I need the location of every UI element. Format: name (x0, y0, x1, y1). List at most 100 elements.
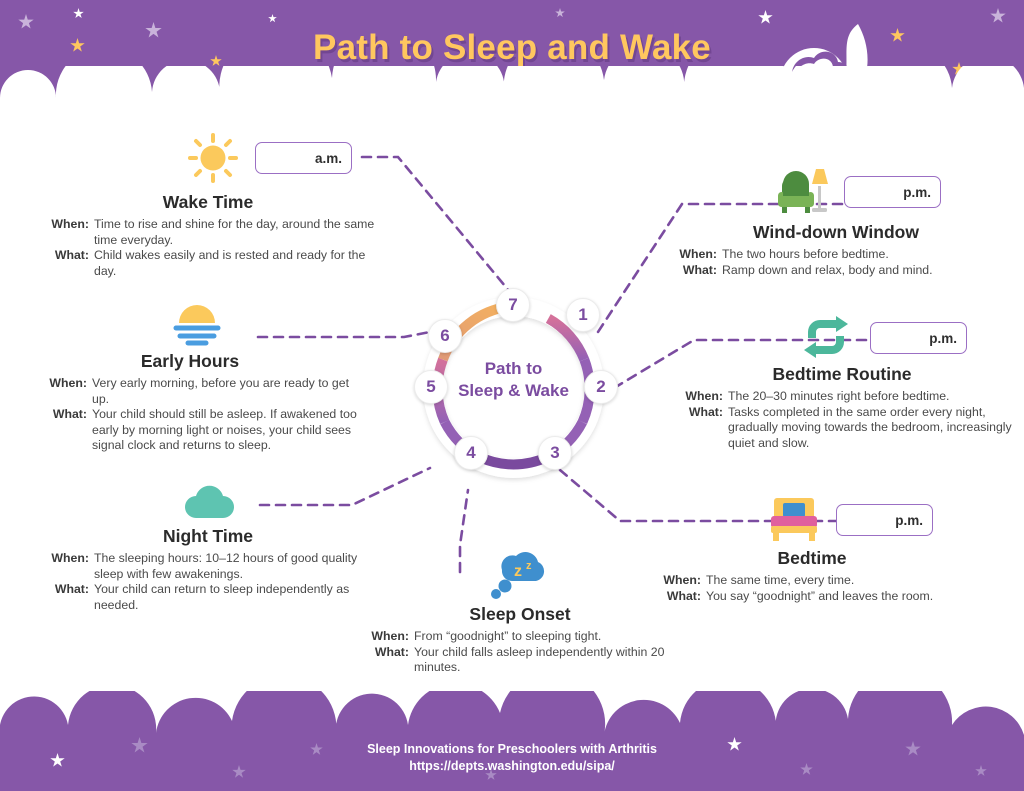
bedtime-routine-time-label: p.m. (929, 330, 957, 346)
footer-line-2[interactable]: https://depts.washington.edu/sipa/ (409, 759, 615, 773)
wake-time-what-row: What: Child wakes easily and is rested a… (40, 248, 376, 279)
wind-down-head: p.m. (668, 164, 1004, 222)
cloud-moon-icon (182, 474, 240, 527)
wheel-node-6[interactable]: 6 (428, 319, 462, 353)
wind-down-when-row: When: The two hours before bedtime. (668, 247, 1004, 263)
svg-text:z: z (526, 560, 532, 572)
header-banner: Path to Sleep and Wake (0, 0, 1024, 112)
sleep-onset-rows: When: From “goodnight” to sleeping tight… (352, 629, 688, 676)
bed-icon (766, 494, 822, 549)
star-icon (73, 8, 84, 19)
wind-down-timebox[interactable]: p.m. (844, 176, 941, 208)
repeat-loop-icon (800, 316, 852, 363)
wheel-node-7[interactable]: 7 (496, 288, 530, 322)
bedtime-title: Bedtime (777, 548, 847, 568)
early-hours-when-row: When: Very early morning, before you are… (22, 376, 358, 407)
block-early-hours: Early Hours When: Very early morning, be… (22, 295, 358, 454)
bedtime-timebox[interactable]: p.m. (836, 504, 933, 536)
bedtime-routine-head: p.m. (672, 312, 1012, 364)
path-wheel-diagram: Path to Sleep & Wake 1 2 3 4 5 6 7 (406, 280, 621, 495)
early-hours-head (22, 295, 358, 351)
bedtime-routine-rows: When: The 20–30 minutes right before bed… (672, 389, 1012, 451)
bedtime-when-label: When: (663, 573, 701, 587)
bedtime-routine-what-label: What: (688, 404, 723, 419)
night-time-what-row: What: Your child can return to sleep ind… (40, 582, 376, 613)
wheel-node-2[interactable]: 2 (584, 370, 618, 404)
wind-down-when-label: When: (679, 247, 717, 261)
bedtime-when-text: The same time, every time. (706, 573, 855, 587)
wheel-node-1[interactable]: 1 (566, 298, 600, 332)
night-time-rows: When: The sleeping hours: 10–12 hours of… (40, 551, 376, 613)
wake-time-what-label: What: (54, 248, 89, 263)
bedtime-when-row: When: The same time, every time. (652, 573, 972, 589)
footer-credit: Sleep Innovations for Preschoolers with … (0, 741, 1024, 775)
sleep-onset-what-label: What: (374, 644, 409, 659)
block-bedtime: p.m. Bedtime When: The same time, every … (652, 492, 972, 604)
night-time-when-label: When: (51, 551, 89, 565)
wake-time-what-text: Child wakes easily and is rested and rea… (94, 248, 366, 278)
bedtime-what-row: What: You say “goodnight” and leaves the… (652, 589, 972, 605)
night-time-title: Night Time (162, 526, 254, 546)
sleep-onset-title: Sleep Onset (469, 604, 571, 624)
block-wind-down-window: p.m. Wind-down Window When: The two hour… (668, 164, 1004, 278)
wheel-center-label: Path to Sleep & Wake (406, 358, 621, 402)
header-cloud-scallop (0, 66, 1024, 112)
sleep-onset-when-label: When: (371, 629, 409, 643)
star-icon (485, 769, 497, 780)
block-wake-time: a.m. Wake Time When: Time to rise and sh… (40, 130, 376, 279)
wind-down-when-text: The two hours before bedtime. (722, 247, 889, 261)
block-night-time: Night Time When: The sleeping hours: 10–… (40, 472, 376, 613)
footer-line-1: Sleep Innovations for Preschoolers with … (367, 742, 657, 756)
sleep-onset-when-row: When: From “goodnight” to sleeping tight… (352, 629, 688, 645)
sun-icon (185, 132, 241, 189)
wake-time-when-row: When: Time to rise and shine for the day… (40, 217, 376, 248)
wheel-center-line1: Path to (484, 359, 543, 378)
early-hours-title: Early Hours (140, 351, 240, 371)
bedtime-routine-when-text: The 20–30 minutes right before bedtime. (728, 389, 950, 403)
sleep-onset-what-text: Your child falls asleep independently wi… (414, 644, 665, 675)
star-icon (555, 8, 565, 18)
page-title: Path to Sleep and Wake (313, 28, 711, 67)
wake-time-head: a.m. (40, 130, 376, 192)
footer-cloud-scallop (0, 691, 1024, 791)
star-icon (210, 55, 222, 66)
armchair-lamp-icon (772, 164, 838, 221)
wind-down-title: Wind-down Window (753, 222, 919, 242)
star-icon (975, 765, 987, 776)
bedtime-routine-what-text: Tasks completed in the same order every … (728, 404, 1012, 450)
footer-banner: Sleep Innovations for Preschoolers with … (0, 691, 1024, 791)
sleep-onset-when-text: From “goodnight” to sleeping tight. (414, 629, 602, 643)
header-cloud-base (0, 108, 1024, 112)
wheel-node-5[interactable]: 5 (414, 370, 448, 404)
bedtime-what-text: You say “goodnight” and leaves the room. (706, 588, 934, 603)
bedtime-routine-title: Bedtime Routine (772, 364, 912, 384)
wind-down-what-label: What: (682, 262, 717, 277)
wheel-node-4[interactable]: 4 (454, 436, 488, 470)
star-icon (310, 743, 323, 755)
night-time-head (40, 472, 376, 526)
night-time-what-label: What: (54, 582, 89, 597)
star-icon (800, 763, 813, 775)
wheel-center-line2: Sleep & Wake (458, 381, 569, 400)
bedtime-routine-timebox[interactable]: p.m. (870, 322, 967, 354)
night-time-when-text: The sleeping hours: 10–12 hours of good … (94, 551, 358, 581)
bedtime-what-label: What: (666, 588, 701, 603)
wind-down-rows: When: The two hours before bedtime. What… (668, 247, 1004, 278)
early-hours-rows: When: Very early morning, before you are… (22, 376, 358, 454)
bedtime-routine-when-row: When: The 20–30 minutes right before bed… (672, 389, 1012, 405)
wake-time-time-label: a.m. (314, 150, 342, 166)
star-icon (268, 14, 277, 23)
night-time-when-row: When: The sleeping hours: 10–12 hours of… (40, 551, 376, 582)
early-hours-when-text: Very early morning, before you are ready… (92, 376, 350, 406)
sleep-onset-head: z z (352, 548, 688, 604)
block-sleep-onset: z z Sleep Onset When: From “goodnight” t… (352, 548, 688, 676)
early-hours-what-text: Your child should still be asleep. If aw… (92, 407, 357, 453)
bedtime-routine-what-row: What: Tasks completed in the same order … (672, 405, 1012, 452)
block-bedtime-routine: p.m. Bedtime Routine When: The 20–30 min… (672, 312, 1012, 451)
night-time-what-text: Your child can return to sleep independe… (94, 582, 350, 612)
star-icon (990, 8, 1006, 23)
early-hours-what-label: What: (52, 407, 87, 422)
wind-down-time-label: p.m. (903, 184, 931, 200)
wake-time-timebox[interactable]: a.m. (255, 142, 352, 174)
wheel-node-3[interactable]: 3 (538, 436, 572, 470)
